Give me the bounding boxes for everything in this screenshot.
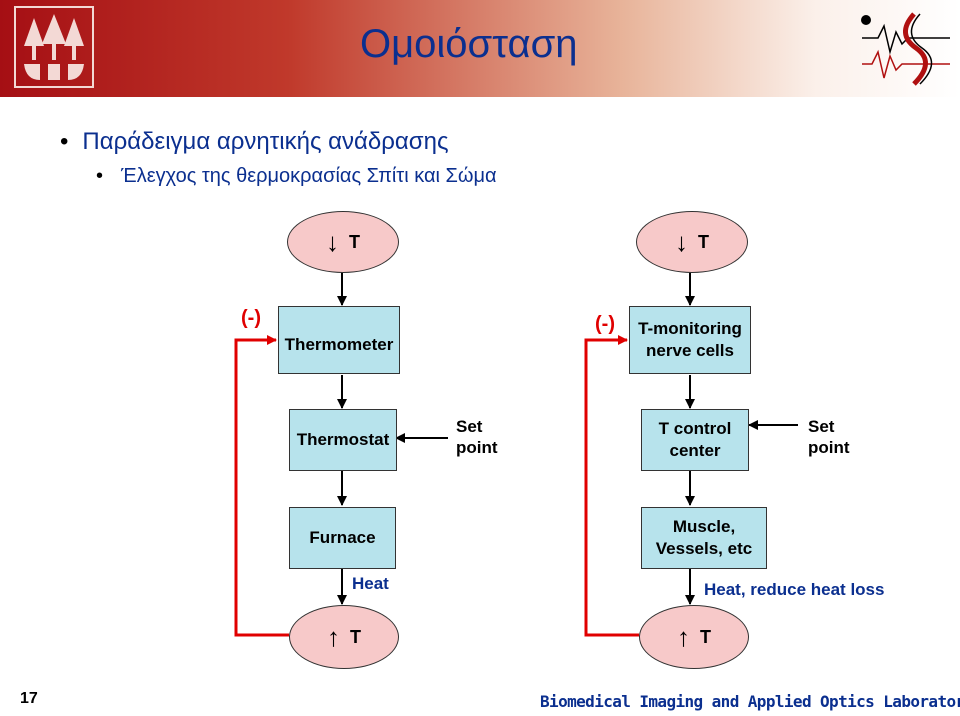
left-heat-label: Heat	[352, 574, 389, 593]
bullet-sub: • Έλεγχος της θερμοκρασίας Σπίτι και Σώμα	[96, 165, 497, 188]
control-center-line-2: center	[669, 441, 721, 460]
bullet-dot: •	[96, 165, 104, 187]
page-number: 17	[20, 690, 38, 707]
muscle-vessels-box: Muscle, Vessels, etc	[641, 507, 767, 569]
thermostat-box: Thermostat	[289, 409, 397, 471]
right-heat-label: Heat, reduce heat loss	[704, 580, 885, 599]
nerve-cells-line-1: T-monitoring	[638, 319, 742, 338]
thermostat-label: Thermostat	[296, 430, 390, 449]
bullet-sub-text: Έλεγχος της θερμοκρασίας Σπίτι και Σώμα	[121, 165, 497, 187]
footer-lab-name: Biomedical Imaging and Applied Optics La…	[540, 692, 960, 711]
setpoint-line-1: Set	[456, 417, 483, 436]
nerve-cells-line-2: nerve cells	[646, 341, 734, 360]
ellipse-label: T	[698, 231, 709, 252]
nerve-cells-box: T-monitoring nerve cells	[629, 306, 751, 374]
feedback-loop-left	[234, 335, 289, 637]
left-feedback-sign: (-)	[241, 307, 261, 329]
setpoint-line-1: Set	[808, 417, 835, 436]
muscle-line-1: Muscle,	[672, 517, 736, 536]
ellipse-label: T	[349, 231, 360, 252]
thermometer-box: Thermometer	[278, 306, 400, 374]
control-center-line-1: T control	[658, 419, 732, 438]
right-temperature-drop-ellipse: ↓T	[636, 211, 748, 273]
setpoint-line-2: point	[456, 438, 498, 457]
header-banner: Ομοιόσταση	[0, 0, 960, 97]
right-setpoint-label: Set point	[808, 416, 850, 458]
page-title: Ομοιόσταση	[360, 22, 578, 66]
right-feedback-sign: (-)	[595, 313, 615, 335]
furnace-box: Furnace	[289, 507, 396, 569]
bullet-dot: •	[60, 128, 69, 155]
control-center-box: T control center	[641, 409, 749, 471]
furnace-label: Furnace	[309, 528, 376, 547]
bullet-main: • Παράδειγμα αρνητικής ανάδρασης	[60, 128, 449, 156]
arrow-up-icon: ↑	[677, 622, 690, 652]
ellipse-label: T	[350, 626, 361, 647]
arrow-down-icon: ↓	[326, 227, 339, 257]
ellipse-label: T	[700, 626, 711, 647]
biomedical-lab-logo-icon	[861, 12, 950, 86]
setpoint-line-2: point	[808, 438, 850, 457]
muscle-line-2: Vessels, etc	[655, 539, 753, 558]
left-temperature-rise-ellipse: ↑T	[289, 605, 399, 669]
arrow-up-icon: ↑	[327, 622, 340, 652]
feedback-loop-right	[584, 335, 639, 637]
left-setpoint-label: Set point	[456, 416, 498, 458]
arrow-down-icon: ↓	[675, 227, 688, 257]
university-logo-icon	[14, 6, 94, 88]
right-temperature-rise-ellipse: ↑T	[639, 605, 749, 669]
bullet-main-text: Παράδειγμα αρνητικής ανάδρασης	[82, 128, 449, 155]
thermometer-label: Thermometer	[284, 335, 394, 354]
left-temperature-drop-ellipse: ↓T	[287, 211, 399, 273]
